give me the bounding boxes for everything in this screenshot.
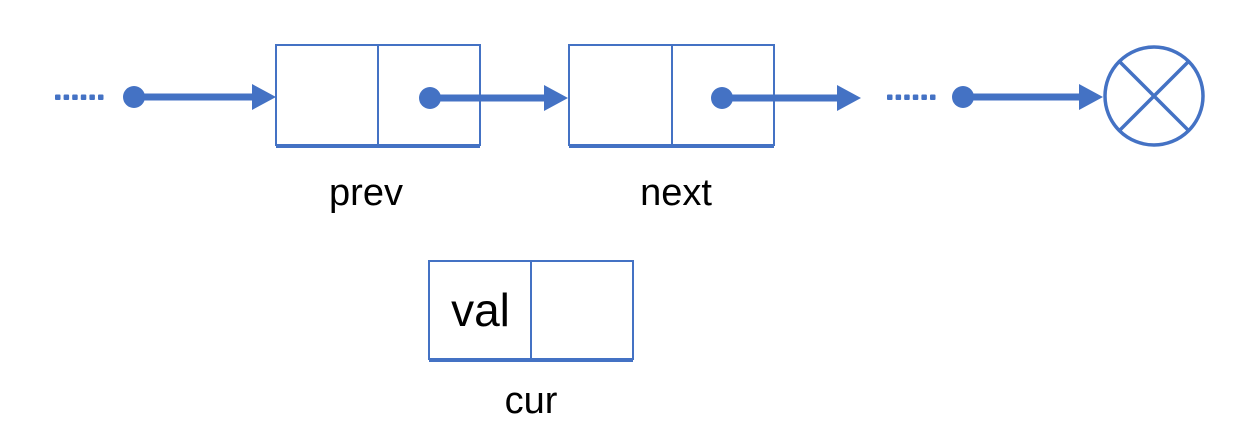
next-node-box [568,44,775,146]
prev-node-box [275,44,481,146]
next-node-right-cell [672,46,774,144]
arrowhead-icon [837,85,861,111]
arrowhead-icon [1079,84,1103,110]
ellipsis-left-icon [55,94,104,100]
prev-node-right-cell [378,46,479,144]
arrowhead-icon [252,84,276,110]
next-label: next [640,172,712,214]
arrowhead-icon [544,85,568,111]
cur-node-box: val [428,260,634,360]
cur-node-value-cell: val [430,262,531,358]
ellipsis-right-icon [887,94,936,100]
pointer-origin-dot [952,86,974,108]
prev-label: prev [329,172,403,214]
pointer-origin-dot [123,86,145,108]
cur-node-cell-divider [530,262,532,358]
arrow-to-null-terminator [952,84,1103,110]
cur-node-value: val [451,284,510,336]
next-node-cell-divider [670,46,673,144]
prev-node-cell-divider [377,46,379,144]
arrow-to-prev-node [123,84,276,110]
null-terminator-icon [1103,45,1205,147]
prev-node-left-cell [277,46,378,144]
next-node-left-cell [570,46,672,144]
cur-node-pointer-cell [531,262,632,358]
cur-label: cur [504,380,558,422]
